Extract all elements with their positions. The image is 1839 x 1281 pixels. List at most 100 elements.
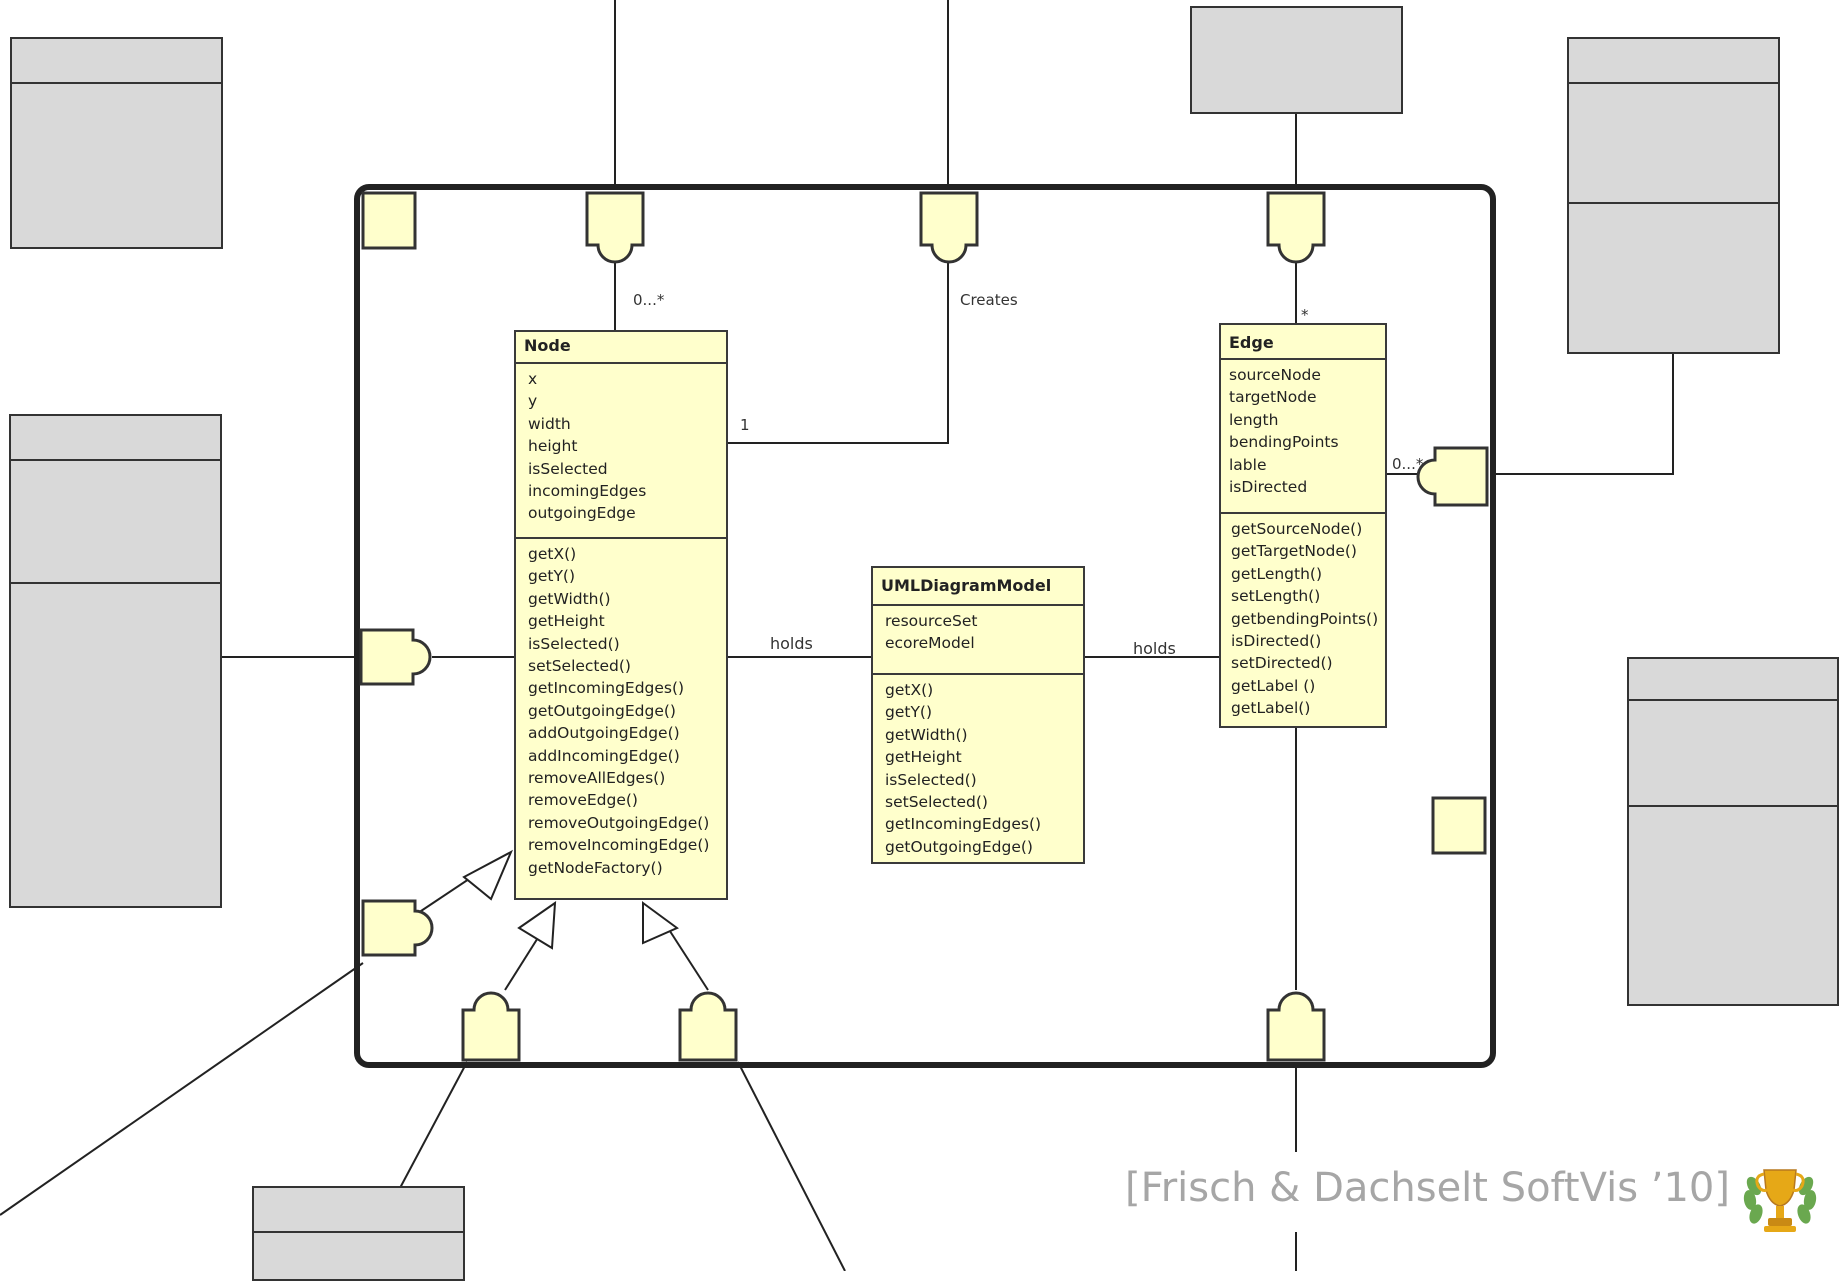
method: getX() bbox=[528, 545, 577, 563]
class-node[interactable]: Node x y width height isSelected incomin… bbox=[514, 330, 728, 900]
method: setLength() bbox=[1231, 587, 1321, 606]
port-plain-right[interactable] bbox=[1431, 796, 1487, 855]
method: isSelected() bbox=[528, 634, 620, 653]
stub-box-divider bbox=[12, 82, 221, 84]
port-socket-bottom-left[interactable] bbox=[461, 991, 521, 1062]
attribute: y bbox=[528, 392, 538, 411]
method: isSelected() bbox=[885, 770, 977, 789]
stub-box-divider bbox=[1629, 805, 1837, 807]
attribute: incomingEdges bbox=[528, 482, 647, 501]
citation: [Frisch & Dachselt SoftVis ’10] bbox=[1125, 1165, 1730, 1211]
multiplicity-edge-top: * bbox=[1301, 306, 1309, 324]
port-plain-top-left[interactable] bbox=[361, 191, 417, 250]
generalization-arrow-1 bbox=[462, 849, 514, 901]
line-bottom-left bbox=[399, 1061, 468, 1189]
attribute: isSelected bbox=[528, 459, 608, 478]
attribute: outgoingEdge bbox=[528, 504, 636, 523]
port-socket-left[interactable] bbox=[359, 628, 432, 686]
stub-box-left[interactable] bbox=[9, 414, 222, 908]
method: removeIncomingEdge() bbox=[528, 836, 710, 855]
multiplicity-one: 1 bbox=[740, 416, 750, 434]
method: getY() bbox=[528, 567, 576, 586]
stub-box-top-center[interactable] bbox=[1190, 6, 1403, 114]
attribute: length bbox=[1229, 410, 1279, 429]
label-holds-left: holds bbox=[770, 634, 813, 653]
stub-box-divider bbox=[1629, 699, 1837, 701]
method: getNodeFactory() bbox=[528, 858, 663, 877]
port-socket-creates[interactable] bbox=[919, 191, 979, 264]
port-socket-left-lower[interactable] bbox=[361, 899, 434, 957]
port-socket-bottom-right[interactable] bbox=[678, 991, 738, 1062]
method: getbendingPoints() bbox=[1231, 609, 1379, 628]
method: getIncomingEdges() bbox=[885, 815, 1042, 834]
attribute: height bbox=[528, 437, 578, 456]
method: getWidth() bbox=[528, 589, 611, 608]
port-socket-edge-right[interactable] bbox=[1416, 446, 1489, 507]
attribute: resourceSet bbox=[885, 612, 978, 630]
method: getX() bbox=[885, 681, 934, 699]
multiplicity-edge-right: 0...* bbox=[1392, 455, 1424, 473]
line-edge-stub bbox=[1493, 353, 1674, 475]
stub-box-top-left[interactable] bbox=[10, 37, 223, 249]
method: getWidth() bbox=[885, 725, 968, 744]
class-node-attributes: x y width height isSelected incomingEdge… bbox=[516, 364, 726, 537]
method: setSelected() bbox=[528, 657, 631, 676]
line-diag-left bbox=[0, 962, 364, 1216]
method: getOutgoingEdge() bbox=[885, 837, 1033, 856]
class-model-attributes: resourceSet ecoreModel bbox=[873, 606, 1083, 673]
method: getLabel() bbox=[1231, 699, 1311, 718]
stub-box-divider bbox=[254, 1231, 463, 1233]
method: getY() bbox=[885, 703, 933, 722]
method: getHeight bbox=[528, 612, 605, 631]
stub-box-right[interactable] bbox=[1627, 657, 1839, 1006]
generalization-arrow-2 bbox=[517, 900, 557, 950]
attribute: x bbox=[528, 370, 538, 388]
port-socket-node[interactable] bbox=[585, 191, 645, 264]
method: removeEdge() bbox=[528, 791, 638, 810]
class-edge-attributes: sourceNode targetNode length bendingPoin… bbox=[1221, 360, 1385, 512]
attribute: bendingPoints bbox=[1229, 433, 1339, 452]
stub-box-divider bbox=[1569, 202, 1778, 204]
line-gen-3 bbox=[665, 924, 709, 991]
class-model-title: UMLDiagramModel bbox=[873, 568, 1083, 606]
method: getSourceNode() bbox=[1231, 520, 1363, 538]
class-uml-diagram-model[interactable]: UMLDiagramModel resourceSet ecoreModel g… bbox=[871, 566, 1085, 864]
method: getLength() bbox=[1231, 564, 1323, 583]
method: setSelected() bbox=[885, 793, 988, 812]
line-bottom-right bbox=[737, 1061, 846, 1271]
class-model-methods: getX() getY() getWidth() getHeight isSel… bbox=[873, 673, 1083, 862]
stub-box-bottom[interactable] bbox=[252, 1186, 465, 1281]
method: getTargetNode() bbox=[1231, 542, 1357, 561]
method: getOutgoingEdge() bbox=[528, 701, 676, 720]
component-frame bbox=[354, 184, 1496, 1068]
class-edge-title: Edge bbox=[1221, 325, 1385, 360]
method: setDirected() bbox=[1231, 654, 1333, 673]
attribute: targetNode bbox=[1229, 388, 1317, 407]
stub-box-top-right[interactable] bbox=[1567, 37, 1780, 354]
trophy-icon bbox=[1743, 1169, 1817, 1232]
method: addOutgoingEdge() bbox=[528, 724, 680, 743]
method: getIncomingEdges() bbox=[528, 679, 685, 698]
stub-box-divider bbox=[1569, 82, 1778, 84]
method: removeAllEdges() bbox=[528, 769, 666, 788]
label-creates: Creates bbox=[960, 291, 1018, 309]
multiplicity-node-top: 0...* bbox=[633, 291, 665, 309]
attribute: lable bbox=[1229, 455, 1267, 474]
class-node-methods: getX() getY() getWidth() getHeight isSel… bbox=[516, 537, 726, 883]
attribute: isDirected bbox=[1229, 478, 1308, 497]
attribute: width bbox=[528, 414, 571, 433]
class-edge-methods: getSourceNode() getTargetNode() getLengt… bbox=[1221, 512, 1385, 724]
class-edge[interactable]: Edge sourceNode targetNode length bendin… bbox=[1219, 323, 1387, 728]
attribute: ecoreModel bbox=[885, 634, 975, 653]
line-creates bbox=[727, 262, 949, 444]
method: addIncomingEdge() bbox=[528, 746, 680, 765]
method: getHeight bbox=[885, 748, 962, 767]
method: removeOutgoingEdge() bbox=[528, 813, 710, 832]
port-socket-edge-bottom[interactable] bbox=[1266, 991, 1326, 1062]
method: getLabel () bbox=[1231, 676, 1316, 695]
class-node-title: Node bbox=[516, 332, 726, 364]
stub-box-divider bbox=[11, 582, 220, 584]
label-holds-right: holds bbox=[1133, 639, 1176, 658]
port-socket-edge[interactable] bbox=[1266, 191, 1326, 264]
